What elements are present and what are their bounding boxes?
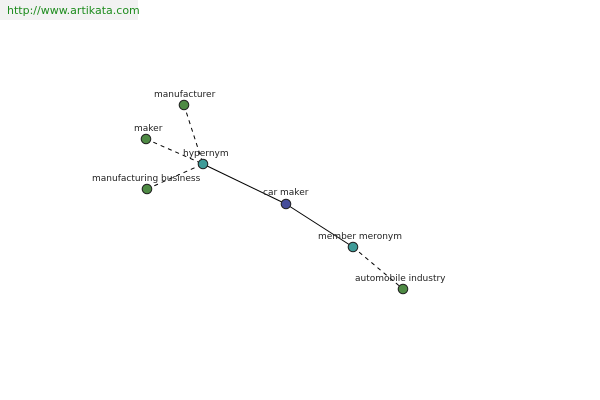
url-banner: http://www.artikata.com bbox=[0, 0, 140, 20]
node-marker-car-maker[interactable] bbox=[280, 198, 292, 210]
graph-nodes: manufacturer maker hypernym manufacturing b… bbox=[92, 90, 446, 295]
graph-edges bbox=[145, 104, 404, 290]
node-member-meronym[interactable]: member meronym bbox=[318, 232, 402, 253]
node-manufacturing-business[interactable]: manufacturing business bbox=[92, 174, 201, 195]
node-label-member-meronym: member meronym bbox=[318, 232, 402, 242]
edge-hypernym-car-maker bbox=[202, 163, 287, 205]
edge-manufacturing-business-hypernym bbox=[146, 163, 204, 190]
node-marker-automobile-industry[interactable] bbox=[397, 283, 409, 295]
node-label-car-maker: car maker bbox=[263, 188, 309, 198]
node-label-manufacturing-business: manufacturing business bbox=[92, 174, 201, 184]
node-marker-maker[interactable] bbox=[140, 133, 152, 145]
node-hypernym[interactable]: hypernym bbox=[183, 149, 229, 170]
node-automobile-industry[interactable]: automobile industry bbox=[355, 274, 446, 295]
node-car-maker[interactable]: car maker bbox=[263, 188, 309, 210]
node-label-maker: maker bbox=[134, 124, 163, 134]
node-manufacturer[interactable]: manufacturer bbox=[154, 90, 216, 111]
edge-maker-hypernym bbox=[145, 138, 204, 165]
node-label-manufacturer: manufacturer bbox=[154, 90, 216, 100]
node-maker[interactable]: maker bbox=[134, 124, 163, 145]
node-label-automobile-industry: automobile industry bbox=[355, 274, 446, 284]
node-marker-hypernym[interactable] bbox=[197, 158, 209, 170]
node-marker-manufacturing-business[interactable] bbox=[141, 183, 153, 195]
edge-member-meronym-automobile-industry bbox=[352, 246, 404, 290]
site-url-link[interactable]: http://www.artikata.com bbox=[7, 4, 140, 17]
node-marker-member-meronym[interactable] bbox=[347, 241, 359, 253]
node-label-hypernym: hypernym bbox=[183, 149, 229, 159]
node-marker-manufacturer[interactable] bbox=[178, 99, 190, 111]
edge-car-maker-member-meronym bbox=[285, 203, 354, 248]
edge-manufacturer-hypernym bbox=[183, 104, 204, 165]
